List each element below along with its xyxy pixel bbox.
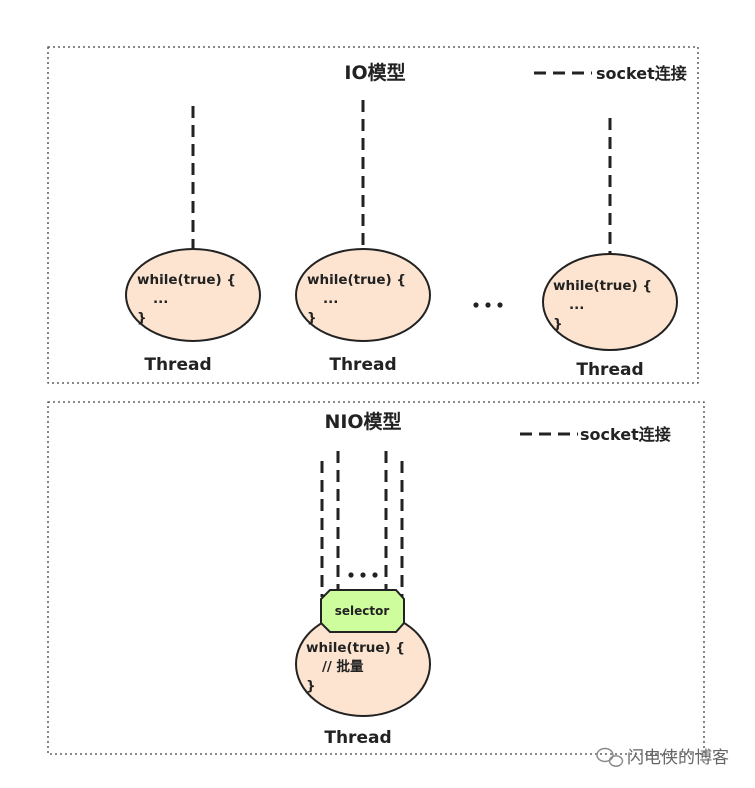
watermark-text: 闪电侠的博客	[627, 748, 729, 768]
nio-thread: selector while(true) { // 批量 } Thread	[295, 589, 431, 748]
thread-label: Thread	[576, 360, 643, 380]
code-line-1: while(true) {	[307, 272, 406, 288]
thread-label: Thread	[329, 355, 396, 375]
code-line-3: }	[553, 316, 563, 332]
nio-legend-label: socket连接	[580, 425, 671, 444]
code-line-2: // 批量	[322, 658, 364, 675]
watermark: 闪电侠的博客	[596, 747, 729, 768]
code-line-2: ...	[153, 291, 168, 307]
code-line-1: while(true) {	[137, 272, 236, 288]
thread-ellipse	[295, 248, 431, 342]
io-model-panel: IO模型 socket连接 while(true) { ... } Thread…	[47, 46, 699, 384]
code-line-2: ...	[323, 291, 338, 307]
io-thread-1: while(true) { ... } Thread	[125, 248, 261, 375]
selector-label: selector	[335, 604, 390, 618]
wechat-icon	[596, 747, 624, 767]
thread-ellipse	[542, 253, 678, 351]
nio-title: NIO模型	[324, 410, 401, 433]
code-line-3: }	[137, 310, 147, 326]
io-thread-2: while(true) { ... } Thread	[295, 248, 431, 375]
code-line-2: ...	[569, 297, 584, 313]
nio-panel-border	[47, 401, 705, 755]
io-title: IO模型	[344, 61, 405, 84]
thread-ellipse	[125, 248, 261, 342]
thread-label: Thread	[144, 355, 211, 375]
code-line-1: while(true) {	[553, 278, 652, 294]
code-line-3: }	[306, 678, 316, 694]
code-line-1: while(true) {	[306, 640, 405, 656]
io-panel-border	[47, 46, 699, 384]
io-legend-label: socket连接	[596, 64, 687, 83]
selector-node	[320, 589, 405, 633]
nio-model-panel: NIO模型 socket连接 selector while(true) { //…	[47, 401, 705, 755]
io-thread-3: while(true) { ... } Thread	[542, 253, 678, 380]
nio-ellipsis-dots	[348, 572, 378, 578]
io-ellipsis-dots	[473, 302, 503, 308]
thread-label: Thread	[324, 728, 391, 748]
code-line-3: }	[307, 310, 317, 326]
